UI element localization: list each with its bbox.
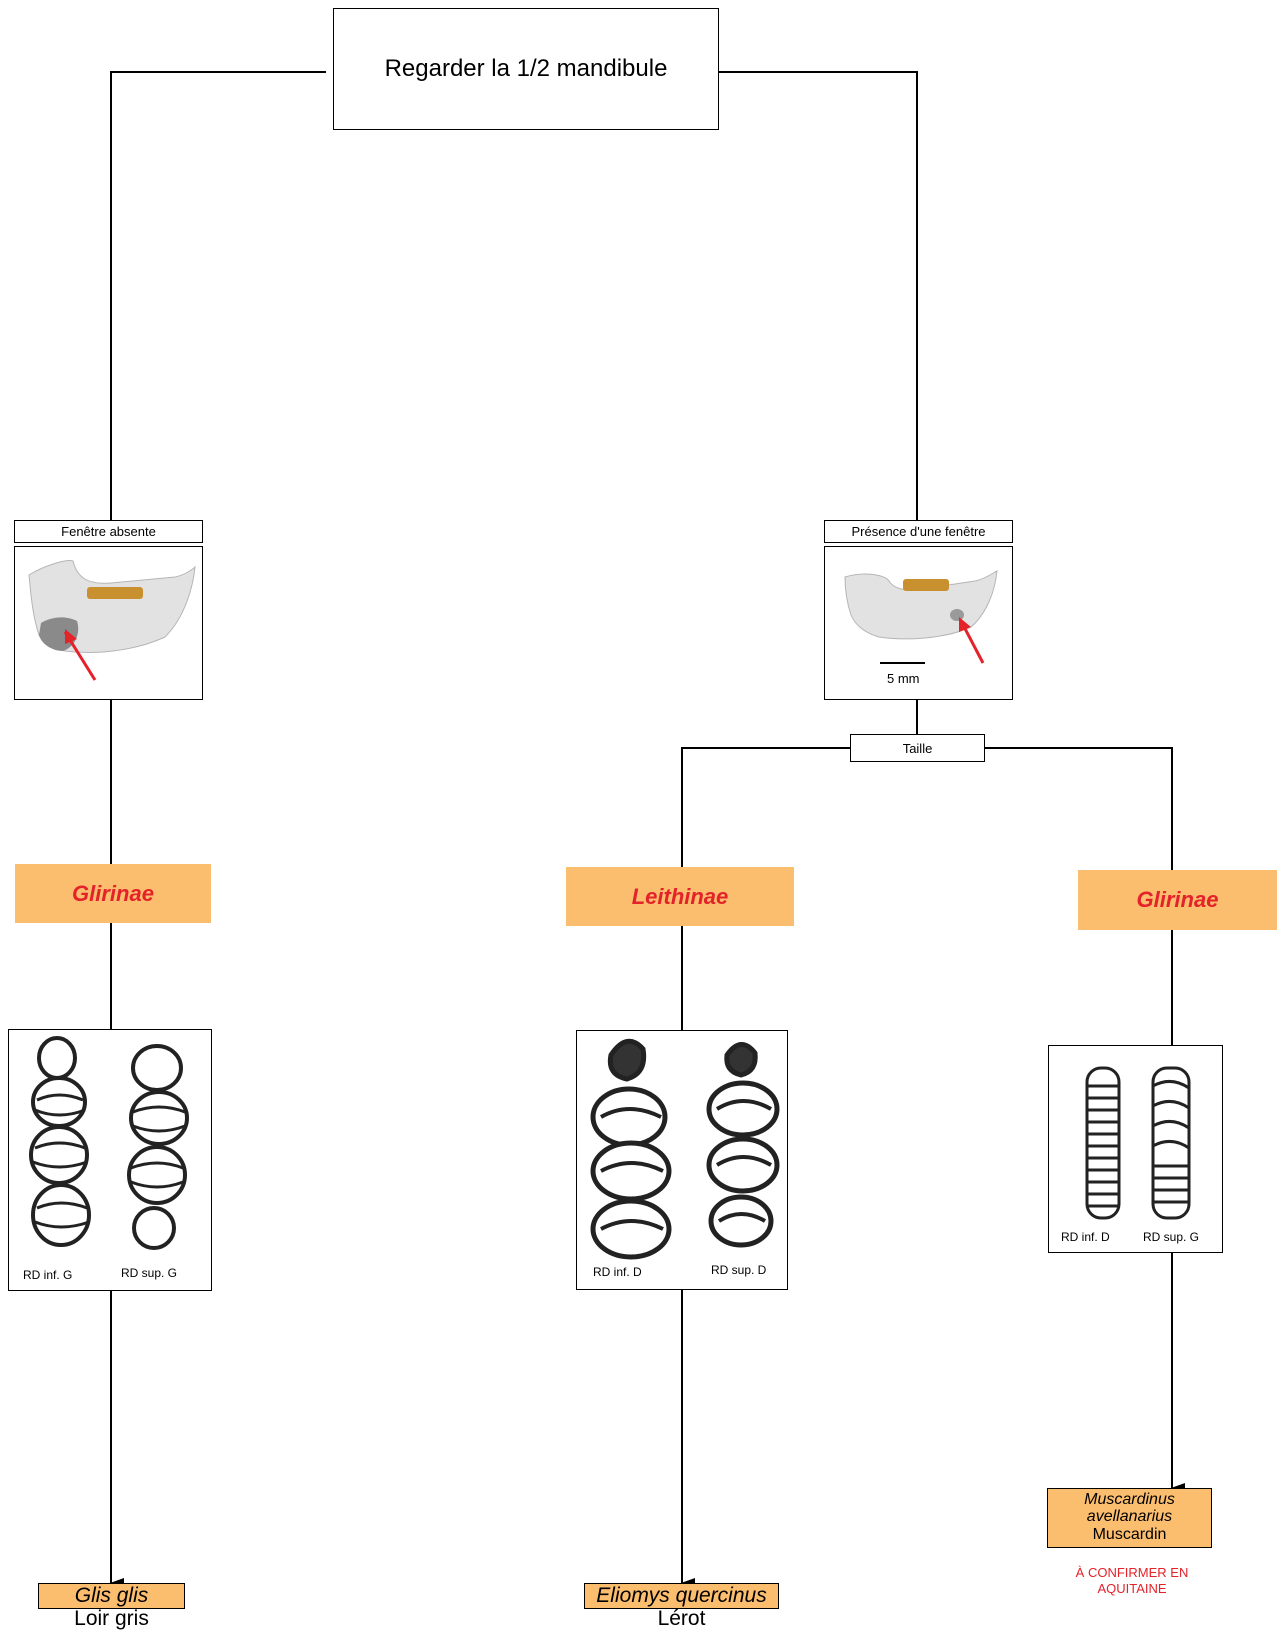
- edge-root-right: [719, 71, 918, 520]
- pointer-arrow-icon: [65, 629, 77, 644]
- root-question-text: Regarder la 1/2 mandibule: [384, 55, 668, 82]
- mandible-image-no-window: [14, 546, 203, 700]
- teeth-caption-upper: RD sup. G: [1143, 1230, 1200, 1244]
- criterion-window-present: Présence d'une fenêtre: [824, 520, 1013, 543]
- root-question-box: Regarder la 1/2 mandibule: [333, 8, 719, 130]
- species-result-left: Glis glis Loir gris: [38, 1583, 185, 1629]
- scale-label: 5 mm: [887, 671, 920, 686]
- pointer-arrow-icon: [959, 617, 971, 632]
- subfamily-middle: Leithinae: [566, 867, 794, 926]
- edge-size-left: [681, 747, 850, 867]
- molar-drawing: [590, 1038, 780, 1260]
- teeth-caption-lower: RD inf. G: [23, 1268, 73, 1282]
- molar-drawing: [29, 1036, 189, 1250]
- criterion-size: Taille: [850, 734, 985, 762]
- mandible-drawing: [844, 570, 998, 664]
- edge-root-left: [110, 71, 326, 520]
- teeth-image-right: RD inf. D RD sup. G: [1048, 1045, 1223, 1253]
- mandible-drawing: [28, 560, 196, 681]
- confirmation-note: À CONFIRMER EN AQUITAINE: [1075, 1565, 1189, 1596]
- subfamily-left: Glirinae: [15, 864, 211, 923]
- species-result-middle: Eliomys quercinus Lérot: [584, 1583, 779, 1629]
- teeth-image-middle: RD inf. D RD sup. D: [576, 1030, 788, 1290]
- teeth-caption-lower: RD inf. D: [593, 1265, 642, 1279]
- teeth-image-left: RD inf. G RD sup. G: [8, 1029, 212, 1291]
- species-result-right: Muscardinus avellanarius Muscardin: [1047, 1488, 1212, 1548]
- edge-size-right: [985, 747, 1173, 870]
- mandible-image-window: 5 mm: [824, 546, 1013, 700]
- subfamily-right: Glirinae: [1078, 870, 1277, 930]
- teeth-caption-upper: RD sup. G: [121, 1266, 178, 1280]
- teeth-caption-lower: RD inf. D: [1061, 1230, 1110, 1244]
- molar-drawing: [1085, 1066, 1191, 1220]
- criterion-window-absent: Fenêtre absente: [14, 520, 203, 543]
- teeth-caption-upper: RD sup. D: [711, 1263, 767, 1277]
